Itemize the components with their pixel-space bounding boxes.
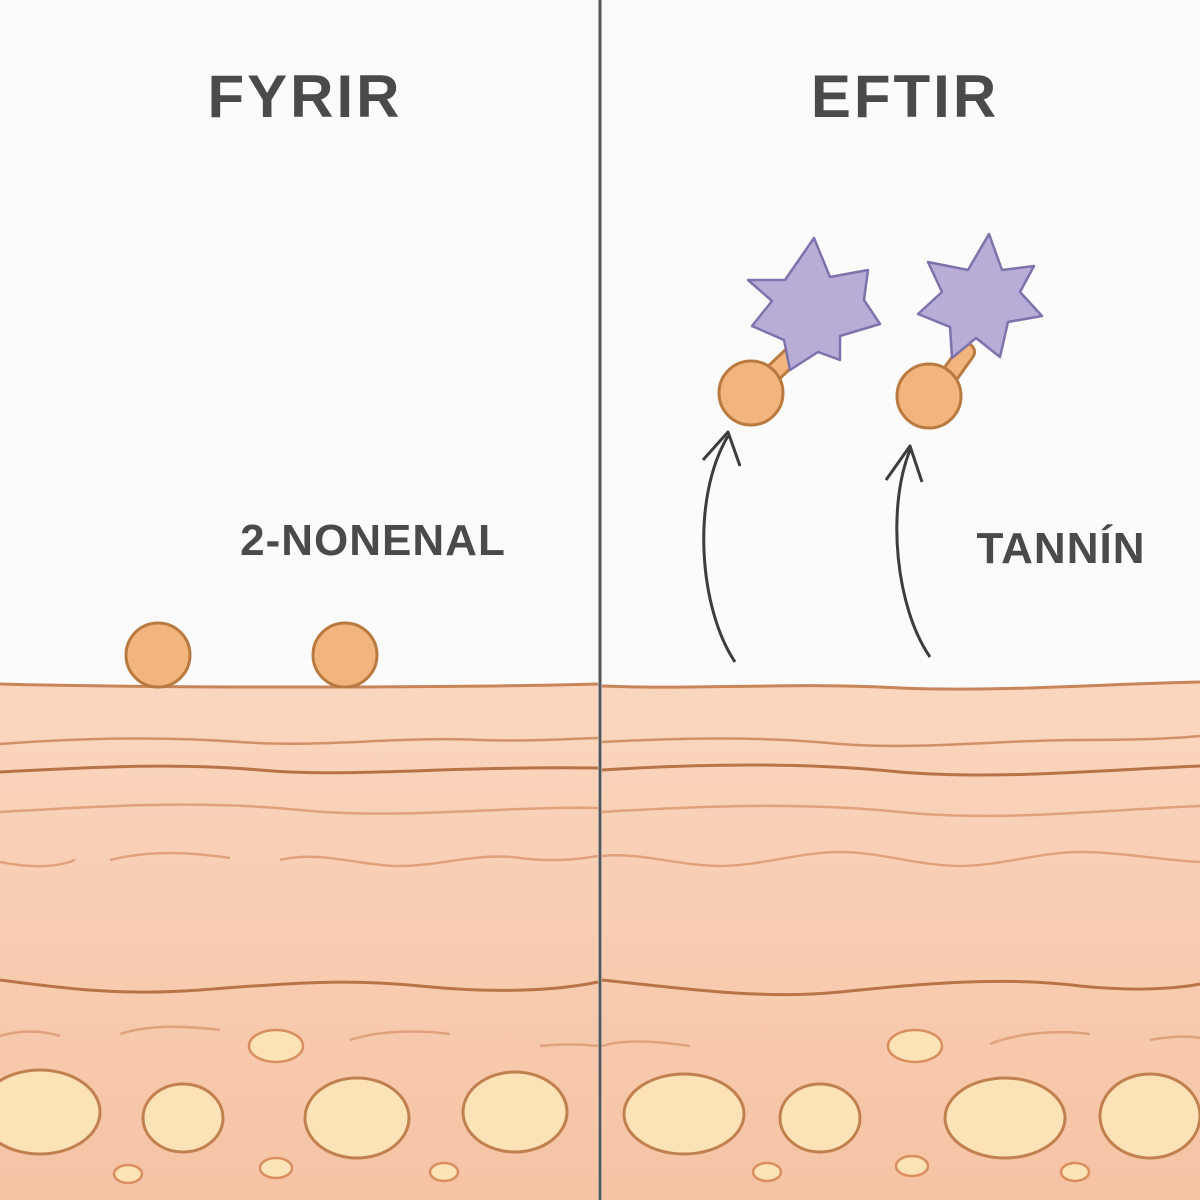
fat-cell [622, 1072, 746, 1156]
panel-before: FYRIR 2-NONENAL [124, 63, 506, 689]
subcutis-fiber [0, 1025, 1200, 1048]
fat-cell [303, 1076, 411, 1160]
fat-cell [1098, 1072, 1200, 1160]
fat-cell [461, 1070, 569, 1154]
panel-title-before: FYRIR [208, 63, 403, 130]
skin-surface [602, 682, 1200, 1200]
dermis-boundary [0, 978, 1200, 997]
skin-layer-line [0, 803, 1200, 818]
fat-cell [943, 1076, 1067, 1160]
release-arrow [702, 435, 737, 663]
skin-surface-line [601, 680, 1200, 691]
skin-layer-line [0, 734, 1200, 748]
panel-title-after: EFTIR [811, 63, 999, 130]
nonenal-molecule [717, 359, 785, 427]
small-cell [247, 1028, 305, 1064]
fat-cell [141, 1082, 225, 1154]
molecule-label-nonenal: 2-NONENAL [240, 516, 506, 565]
nonenal-molecule [124, 621, 192, 689]
small-cell [1059, 1161, 1091, 1183]
fat-cell [0, 1068, 102, 1156]
release-arrow [895, 449, 932, 658]
molecule-label-tannin: TANNÍN [977, 523, 1146, 573]
release-arrow-head [701, 430, 742, 467]
small-cell [886, 1028, 944, 1064]
skin-surface-line [0, 682, 599, 689]
small-cell [428, 1161, 460, 1183]
small-cell [894, 1154, 930, 1178]
small-cell [112, 1163, 144, 1185]
tannin-molecule [746, 236, 882, 372]
skin-layer-line [0, 763, 1200, 777]
dermis-fiber [0, 850, 1200, 868]
small-cell [751, 1161, 783, 1183]
nonenal-molecule [311, 621, 379, 689]
nonenal-molecule [895, 362, 963, 430]
small-cell [258, 1156, 294, 1180]
release-arrow-head [884, 444, 924, 483]
skin-cross-section [0, 680, 1200, 1200]
fat-cell [778, 1082, 862, 1154]
tannin-molecule [916, 232, 1044, 360]
panel-after: EFTIR TANNÍN [701, 63, 1146, 663]
